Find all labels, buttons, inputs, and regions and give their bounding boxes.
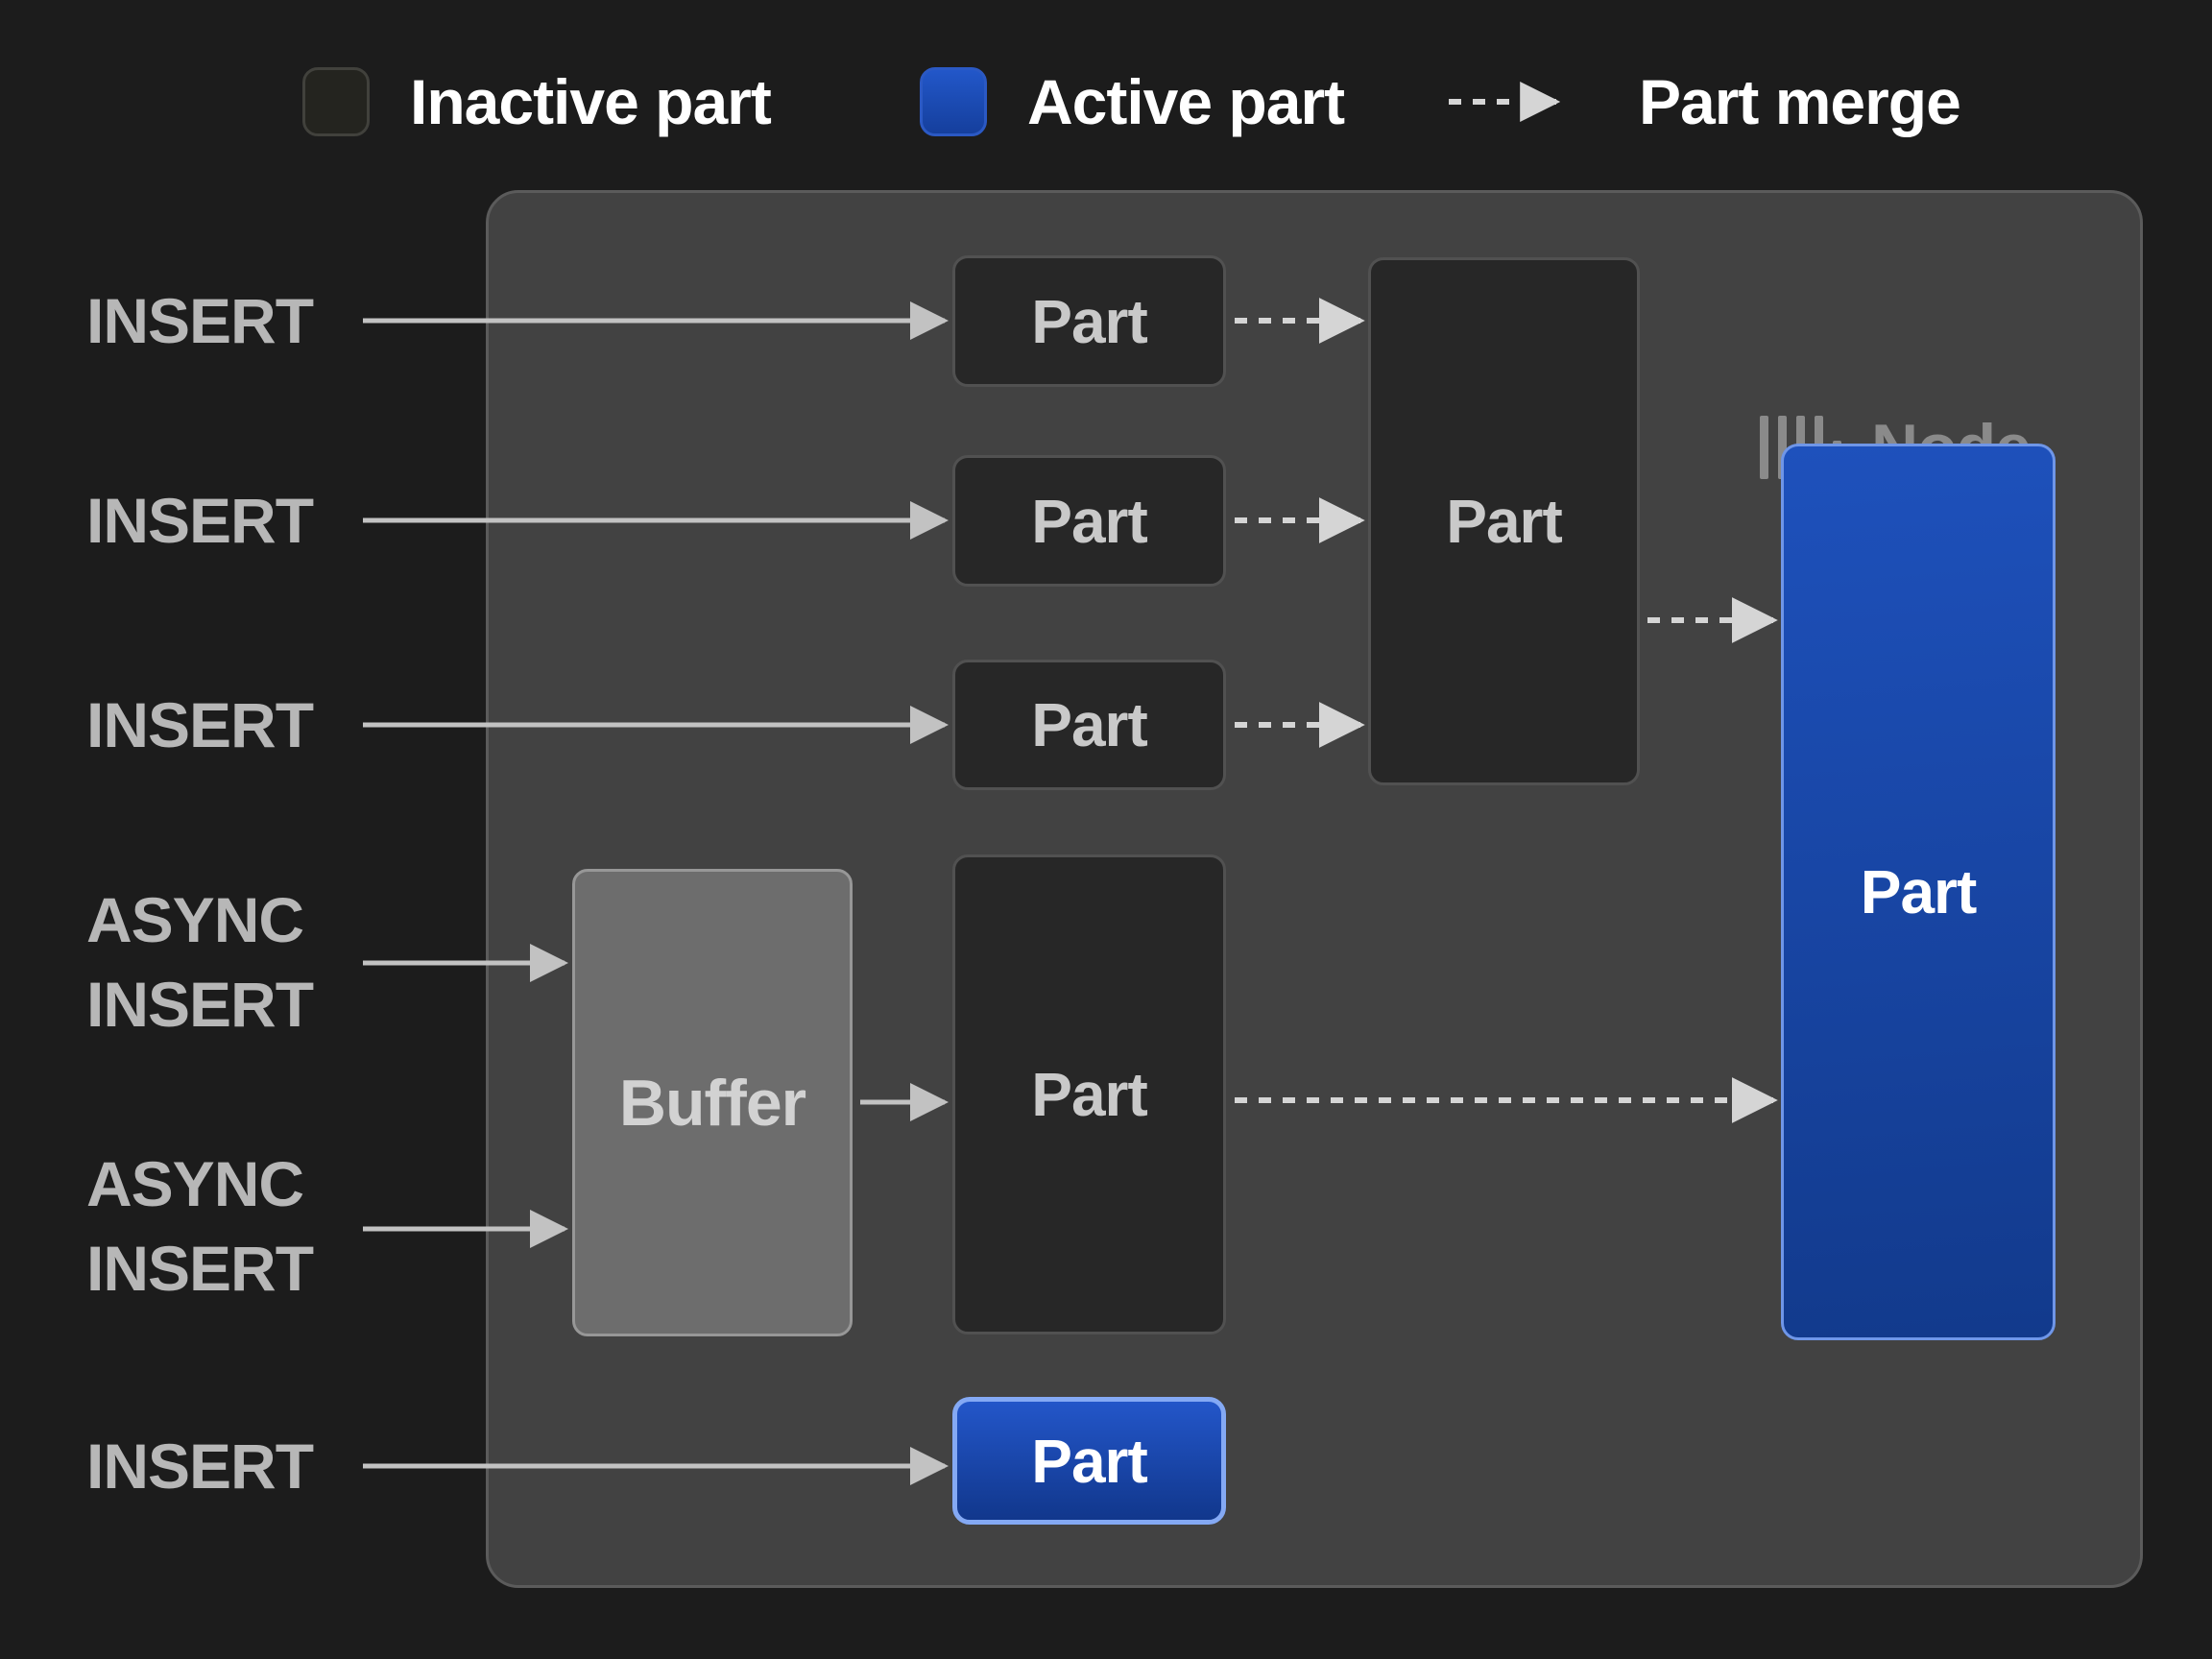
bottom-part-label: Part bbox=[1031, 1426, 1147, 1496]
merged-part-box: Part bbox=[1368, 257, 1640, 785]
legend-item-merge: Part merge bbox=[1445, 66, 1961, 137]
legend-item-active: Active part bbox=[920, 66, 1345, 137]
legend-item-inactive: Inactive part bbox=[302, 66, 772, 137]
inactive-part-box-1: Part bbox=[952, 255, 1226, 387]
active-part-box-small: Part bbox=[952, 1397, 1226, 1525]
inactive-part-box-2: Part bbox=[952, 455, 1226, 587]
async-insert-label-2: ASYNC INSERT bbox=[86, 1148, 314, 1304]
active-part-box-large: Part bbox=[1781, 444, 2056, 1340]
legend-merge-label: Part merge bbox=[1639, 66, 1961, 137]
part-box-2-label: Part bbox=[1031, 486, 1147, 556]
buffer-label: Buffer bbox=[618, 1066, 806, 1140]
inactive-part-swatch bbox=[302, 67, 370, 136]
merged-part-label: Part bbox=[1446, 487, 1562, 556]
part-merge-arrow-icon bbox=[1449, 82, 1561, 122]
legend-inactive-label: Inactive part bbox=[410, 66, 772, 137]
insert-label-4: INSERT bbox=[86, 1431, 314, 1502]
active-part-swatch bbox=[920, 67, 987, 136]
inactive-part-box-tall: Part bbox=[952, 854, 1226, 1334]
buffer-box: Buffer bbox=[572, 869, 853, 1336]
insert-label-2: INSERT bbox=[86, 485, 314, 556]
async-insert-label-1: ASYNC INSERT bbox=[86, 884, 314, 1040]
part-box-1-label: Part bbox=[1031, 286, 1147, 356]
part-box-3-label: Part bbox=[1031, 690, 1147, 759]
tall-part-label: Part bbox=[1031, 1060, 1147, 1129]
insert-label-1: INSERT bbox=[86, 285, 314, 356]
legend-active-label: Active part bbox=[1027, 66, 1345, 137]
insert-label-3: INSERT bbox=[86, 689, 314, 760]
large-part-label: Part bbox=[1860, 857, 1977, 926]
inactive-part-box-3: Part bbox=[952, 660, 1226, 790]
